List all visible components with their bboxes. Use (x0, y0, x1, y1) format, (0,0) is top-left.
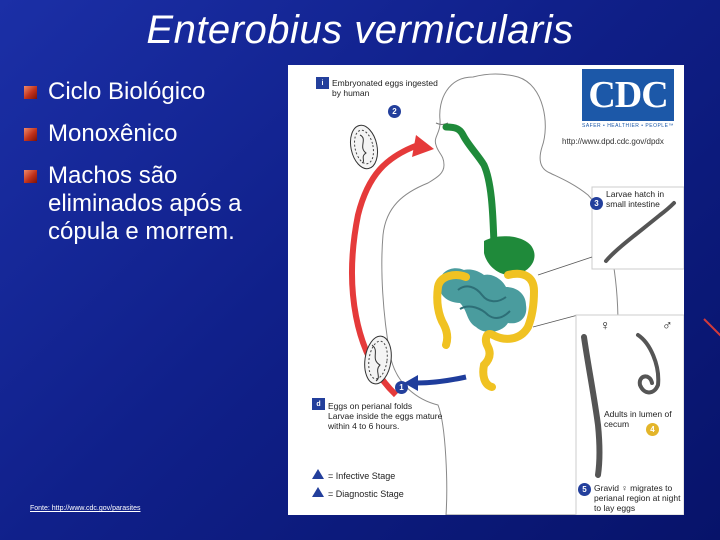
bullet-marker-icon (24, 86, 37, 99)
bullet-marker-icon (24, 128, 37, 141)
bullet-item: Ciclo Biológico (22, 78, 284, 106)
label-perianal: Eggs on perianal folds (328, 401, 458, 411)
slide-title: Enterobius vermicularis (0, 8, 720, 53)
cdc-logo: CDC (582, 69, 674, 121)
bullet-list: Ciclo Biológico Monoxênico Machos são el… (22, 78, 284, 260)
cdc-url: http://www.dpd.cdc.gov/dpdx (562, 137, 664, 146)
bullet-text: Ciclo Biológico (48, 78, 205, 105)
esophagus-path (446, 127, 494, 243)
male-symbol-icon: ♂ (662, 317, 673, 333)
female-symbol-icon: ♀ (600, 317, 611, 333)
label-adults: Adults in lumen of cecum (604, 409, 676, 429)
cdc-tagline: SAFER • HEALTHIER • PEOPLE™ (582, 123, 674, 129)
label-eggs-ingested: Embryonated eggs ingested by human (332, 78, 442, 98)
label-larvae-inside: Larvae inside the eggs mature within 4 t… (328, 411, 458, 431)
bullet-text: Machos são eliminados após a cópula e mo… (48, 162, 278, 246)
step-1-badge: 1 (395, 381, 408, 394)
step-5-badge: 5 (578, 483, 591, 496)
bullet-item: Machos são eliminados após a cópula e mo… (22, 162, 284, 246)
step-3-badge: 3 (590, 197, 603, 210)
source-link[interactable]: Fonte: http://www.cdc.gov/parasites (30, 505, 141, 512)
legend-infective: = Infective Stage (328, 471, 395, 481)
cdc-logo-area: CDC SAFER • HEALTHIER • PEOPLE™ (578, 65, 680, 133)
blue-cycle-arrow (416, 377, 466, 383)
label-larvae-hatch: Larvae hatch in small intestine (606, 189, 684, 209)
bullet-text: Monoxênico (48, 120, 177, 147)
label-gravid: Gravid ♀ migrates to perianal region at … (594, 483, 684, 513)
infective-stage-icon: i (316, 77, 329, 89)
decorative-red-line (703, 318, 720, 339)
bullet-marker-icon (24, 170, 37, 183)
life-cycle-diagram: CDC SAFER • HEALTHIER • PEOPLE™ http://w… (288, 65, 684, 515)
stomach-shape (484, 236, 535, 275)
step-2-badge: 2 (388, 105, 401, 118)
legend-diagnostic: = Diagnostic Stage (328, 489, 404, 499)
bullet-item: Monoxênico (22, 120, 284, 148)
diagnostic-stage-icon: d (312, 398, 325, 410)
